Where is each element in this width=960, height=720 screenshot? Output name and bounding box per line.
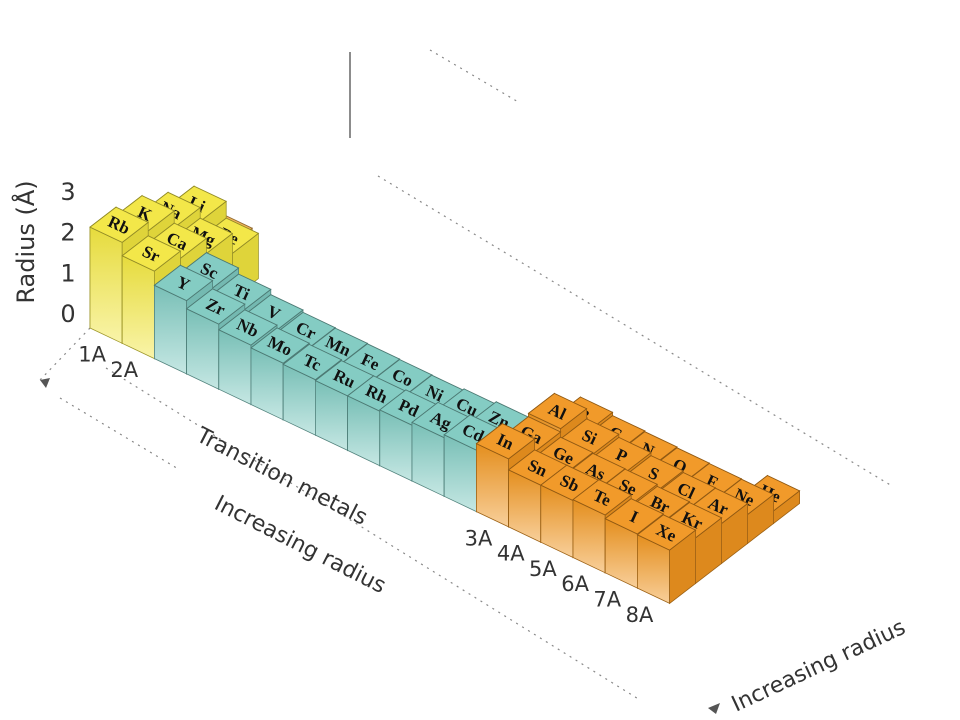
y-tick-label: 0 bbox=[60, 300, 75, 328]
element-label-Al: Al bbox=[546, 399, 570, 424]
bar-Xe: Xe bbox=[636, 513, 697, 605]
bars-layer: HHeLiBeBCNOFNeNaMgAlSiPSClArKCaScTiVCrMn… bbox=[89, 185, 801, 605]
y-tick-label: 2 bbox=[60, 219, 75, 247]
group-label: 4A bbox=[497, 542, 525, 566]
element-label-Cl: Cl bbox=[674, 478, 698, 503]
element-label-Sr: Sr bbox=[139, 242, 163, 267]
group-label: 6A bbox=[561, 572, 589, 596]
group-label: 5A bbox=[529, 557, 557, 581]
guide-lines bbox=[39, 49, 893, 714]
arrow-radius-across bbox=[708, 703, 720, 714]
group-label: 7A bbox=[593, 587, 621, 611]
group-label: 1A bbox=[78, 343, 106, 367]
guide-line bbox=[39, 327, 91, 381]
arrow-radius-down bbox=[40, 378, 50, 388]
y-axis: Radius (Å) 0 1 2 3 bbox=[11, 178, 76, 328]
bar-Zr: Zr bbox=[185, 287, 246, 391]
group-label: 2A bbox=[110, 358, 138, 382]
element-label-Ti: Ti bbox=[230, 280, 253, 304]
y-tick-label: 3 bbox=[60, 178, 75, 206]
annotation-increasing-radius-across: Increasing radius bbox=[728, 615, 909, 717]
y-axis-label: Radius (Å) bbox=[11, 180, 40, 303]
element-label-Ni: Ni bbox=[423, 381, 447, 406]
labels-layer: Transition metals Increasing radius Incr… bbox=[78, 343, 909, 718]
group-label: 8A bbox=[626, 603, 654, 627]
group-label: 3A bbox=[465, 526, 493, 550]
guide-line bbox=[429, 49, 521, 104]
y-tick-label: 1 bbox=[60, 259, 75, 287]
guide-line bbox=[59, 397, 181, 471]
